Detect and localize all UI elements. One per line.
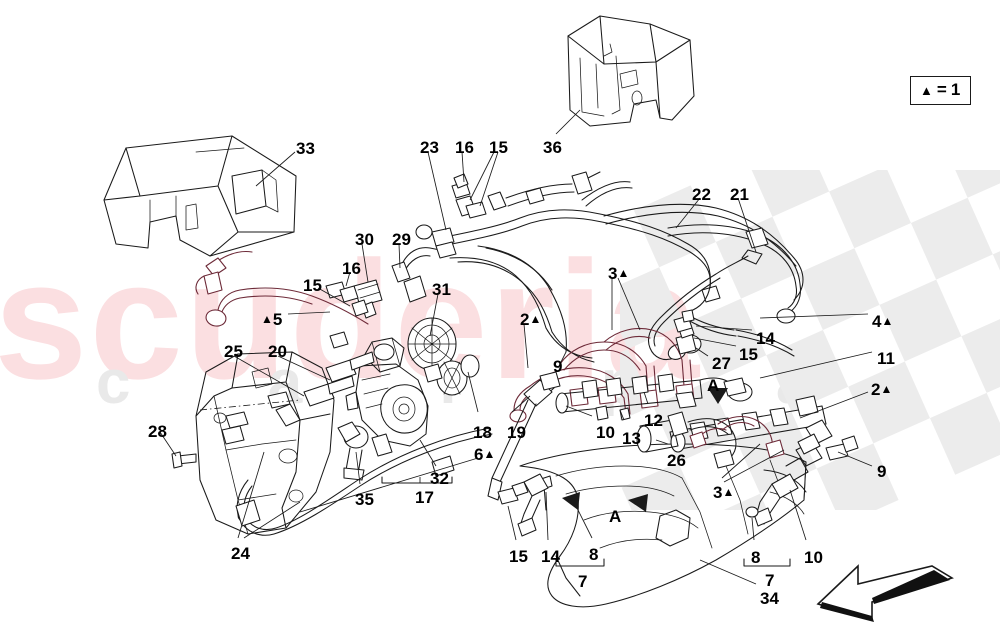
part-cover-bolt-28 (171, 451, 197, 469)
callout-34-c34: 34 (760, 589, 779, 608)
callout-33-c33: 33 (296, 139, 315, 158)
callout-28-c28: 28 (148, 422, 167, 441)
callout-21-c21: 21 (730, 185, 749, 204)
callout-9-c9b: 9 (877, 462, 887, 481)
callout-3-c3b: 3▲ (713, 483, 735, 502)
clamps-bottom-maroon (689, 415, 785, 459)
callout-26-c26: 26 (667, 451, 686, 470)
callout-6-c6: 6▲ (474, 445, 496, 464)
callout-A-cA2: A (609, 507, 622, 526)
callout-25-c25: 25 (224, 342, 243, 361)
callout-12-c12: 12 (644, 411, 663, 430)
callout-18-c18: 18 (473, 423, 492, 442)
part-clamp-bracket-14 (673, 309, 695, 333)
part-pump-cover-25 (195, 351, 335, 535)
callout-22-c22: 22 (692, 185, 711, 204)
part-high-pressure-pump-17 (345, 337, 443, 457)
legend-value: 1 (950, 80, 962, 99)
injector-assembly-right-7 (745, 419, 859, 527)
callout-2-c2a: 2▲ (520, 310, 542, 329)
callout-10-c10a: 10 (596, 423, 615, 442)
callout-27-c27: 27 (712, 354, 731, 373)
callout-13-c13: 13 (622, 429, 641, 448)
fittings-top-center (415, 171, 601, 247)
callout-8-c8a: 8 (589, 545, 599, 564)
callout-5-c5: ▲5 (261, 310, 283, 329)
callout-29-c29: 29 (392, 230, 411, 249)
part-mounting-bracket-36 (567, 15, 695, 127)
callout-30-c30: 30 (355, 230, 374, 249)
callout-15-c15a: 15 (489, 138, 508, 157)
callout-19-c19: 19 (507, 423, 526, 442)
callout-36-c36: 36 (543, 138, 562, 157)
callout-24-c24: 24 (231, 544, 250, 563)
forward-direction-arrow (816, 564, 954, 622)
fuel-rail-right-11 (669, 395, 827, 453)
legend-equals: = (936, 80, 948, 99)
callout-11-c11: 11 (877, 349, 895, 368)
callout-14-c14a: 14 (756, 329, 775, 348)
callout-16-c16a: 16 (455, 138, 474, 157)
callout-3-c3a: 3▲ (608, 264, 630, 283)
callout-2-c2b: 2▲ (871, 380, 893, 399)
part-vent-valve-35 (337, 421, 369, 481)
part-engine-cover-33 (103, 135, 297, 257)
callout-15-c15c: 15 (739, 345, 758, 364)
callout-31-c31: 31 (432, 280, 451, 299)
legend-triangle-icon: ▲ (920, 82, 934, 98)
callout-A-cA1: A (707, 376, 720, 395)
callout-8-c8b: 8 (751, 548, 761, 567)
callout-35-c35: 35 (355, 490, 374, 509)
part-pressure-sensor-27 (675, 321, 702, 355)
part-feed-hose-22 (667, 224, 801, 324)
part-return-pipe-6 (235, 427, 493, 536)
callout-7-c7a: 7 (578, 572, 588, 591)
callout-15-c15d: 15 (509, 547, 528, 566)
section-markers-A (562, 388, 728, 512)
callout-32-c32: 32 (430, 469, 449, 488)
part-pump-stud-20 (303, 351, 375, 407)
callout-17-c17: 17 (415, 488, 434, 507)
part-intake-manifold-34 (519, 443, 807, 608)
callout-15-c15b: 15 (303, 276, 322, 295)
callout-20-c20: 20 (268, 342, 287, 361)
callout-16-c16b: 16 (342, 259, 361, 278)
callout-9-c9a: 9 (553, 357, 563, 376)
part-drive-gear-31 (407, 317, 480, 396)
fasteners-bottom-center (497, 475, 553, 511)
legend-box: ▲ = 1 (910, 76, 972, 105)
callout-7-c7b: 7 (765, 571, 775, 590)
injector-assembly-left-7 (517, 473, 549, 537)
callout-14-c14b: 14 (541, 547, 560, 566)
callout-23-c23: 23 (420, 138, 439, 157)
callout-10-c10b: 10 (804, 548, 823, 567)
callout-4-c4: 4▲ (872, 312, 894, 331)
